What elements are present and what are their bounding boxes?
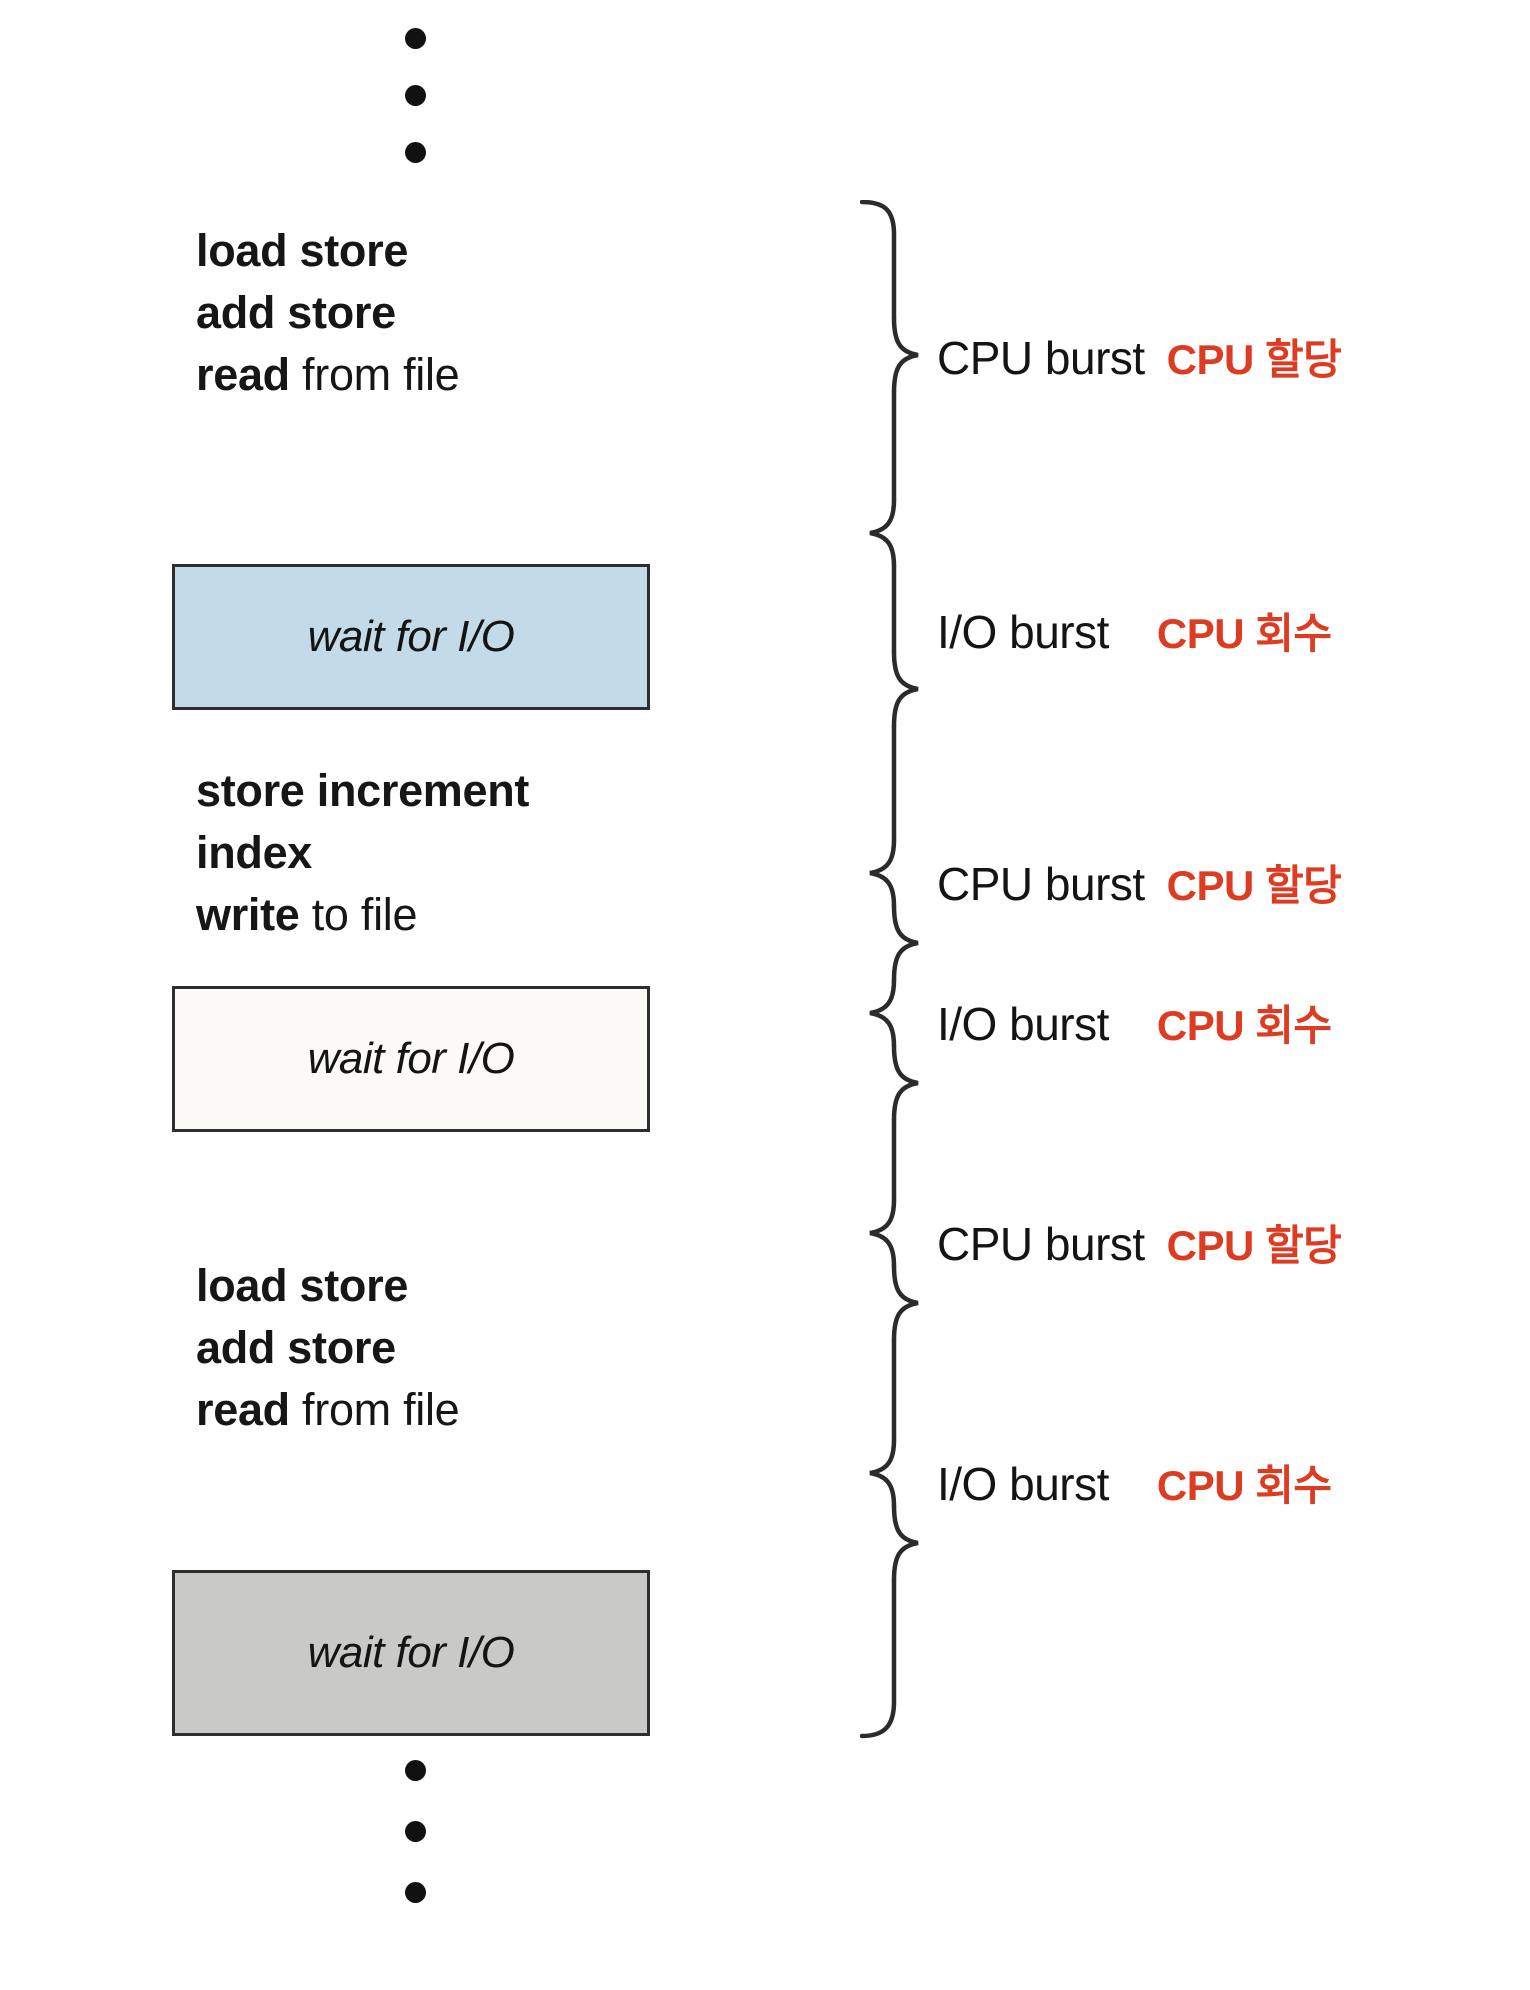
brace-pointer-4 bbox=[891, 1043, 919, 1123]
brace-pointer-3 bbox=[891, 903, 919, 983]
burst-label-row-3: CPU burst CPU 할당 bbox=[937, 852, 1342, 913]
wait-box-1: wait for I/O bbox=[172, 564, 650, 710]
code-keyword: add store bbox=[196, 287, 396, 338]
burst-label-english: CPU burst bbox=[937, 858, 1145, 910]
burst-label-korean: CPU 회수 bbox=[1156, 1462, 1332, 1509]
brace-bottom-cap bbox=[860, 1577, 897, 1739]
brace-pointer-1 bbox=[891, 315, 919, 395]
burst-label-korean: CPU 회수 bbox=[1156, 1002, 1332, 1049]
ellipsis-dot bbox=[404, 142, 426, 163]
wait-box-2: wait for I/O bbox=[172, 986, 650, 1132]
ellipsis-dot bbox=[404, 28, 426, 49]
code-keyword: write bbox=[196, 889, 300, 940]
ellipsis-dot bbox=[404, 85, 426, 106]
code-block-1: load store add store read from file bbox=[196, 220, 460, 406]
burst-label-korean: CPU 할당 bbox=[1166, 1222, 1342, 1269]
code-line: add store bbox=[196, 282, 459, 344]
burst-label-english: I/O burst bbox=[937, 1458, 1109, 1510]
burst-label-english: I/O burst bbox=[937, 998, 1109, 1050]
code-line: add store bbox=[196, 1317, 459, 1379]
brace-pointer-6 bbox=[891, 1503, 919, 1583]
code-keyword: add store bbox=[196, 1322, 396, 1373]
code-text: from file bbox=[289, 1384, 460, 1435]
brace-pointer-2 bbox=[891, 649, 919, 729]
burst-label-english: I/O burst bbox=[937, 606, 1109, 658]
ellipsis-dot bbox=[404, 1821, 426, 1842]
code-keyword: read bbox=[196, 1384, 290, 1435]
burst-label-row-4: I/O burst CPU 회수 bbox=[937, 992, 1332, 1053]
wait-box-3: wait for I/O bbox=[172, 1570, 650, 1736]
vertical-ellipsis-icon-top bbox=[395, 28, 435, 163]
code-text: to file bbox=[299, 889, 418, 940]
code-line: read from file bbox=[196, 344, 460, 406]
ellipsis-dot bbox=[404, 1882, 426, 1903]
burst-label-row-6: I/O burst CPU 회수 bbox=[937, 1452, 1332, 1513]
code-keyword: read bbox=[196, 349, 290, 400]
code-line: store increment bbox=[196, 760, 529, 822]
code-keyword: load store bbox=[196, 1260, 409, 1311]
code-block-2: store increment index write to file bbox=[196, 760, 529, 946]
code-line: index bbox=[196, 822, 529, 884]
code-line: read from file bbox=[196, 1379, 460, 1441]
burst-label-english: CPU burst bbox=[937, 332, 1145, 384]
burst-label-row-2: I/O burst CPU 회수 bbox=[937, 600, 1332, 661]
burst-annotation-column: CPU burst CPU 할당 I/O burst CPU 회수 CPU bu… bbox=[700, 0, 1530, 1990]
code-line: load store bbox=[196, 1255, 459, 1317]
brace-kink-5 bbox=[869, 1437, 897, 1509]
burst-label-korean: CPU 할당 bbox=[1166, 862, 1342, 909]
brace-kink-1 bbox=[869, 497, 897, 569]
code-keyword: index bbox=[196, 827, 313, 878]
brace-kink-4 bbox=[869, 1197, 897, 1269]
vertical-ellipsis-icon-bottom bbox=[395, 1760, 435, 1903]
ellipsis-dot bbox=[404, 1760, 426, 1781]
burst-label-row-1: CPU burst CPU 할당 bbox=[937, 326, 1342, 387]
wait-box-label: wait for I/O bbox=[307, 1628, 515, 1677]
code-keyword: store increment bbox=[196, 765, 530, 816]
brace-kink-2 bbox=[869, 837, 897, 909]
burst-brace-bracket bbox=[860, 200, 919, 1739]
wait-box-label: wait for I/O bbox=[307, 1034, 515, 1083]
burst-label-english: CPU burst bbox=[937, 1218, 1145, 1270]
code-text: from file bbox=[289, 349, 460, 400]
burst-label-row-5: CPU burst CPU 할당 bbox=[937, 1212, 1342, 1273]
process-activity-column: load store add store read from file wait… bbox=[0, 0, 700, 1990]
code-block-3: load store add store read from file bbox=[196, 1255, 460, 1441]
burst-label-korean: CPU 할당 bbox=[1166, 336, 1342, 383]
brace-pointer-5 bbox=[891, 1263, 919, 1343]
burst-label-korean: CPU 회수 bbox=[1156, 610, 1332, 657]
code-keyword: load store bbox=[196, 225, 409, 276]
wait-box-label: wait for I/O bbox=[307, 612, 515, 661]
brace-kink-3 bbox=[869, 977, 897, 1049]
brace-top-cap bbox=[860, 200, 897, 321]
code-line: load store bbox=[196, 220, 459, 282]
code-line: write to file bbox=[196, 884, 529, 946]
